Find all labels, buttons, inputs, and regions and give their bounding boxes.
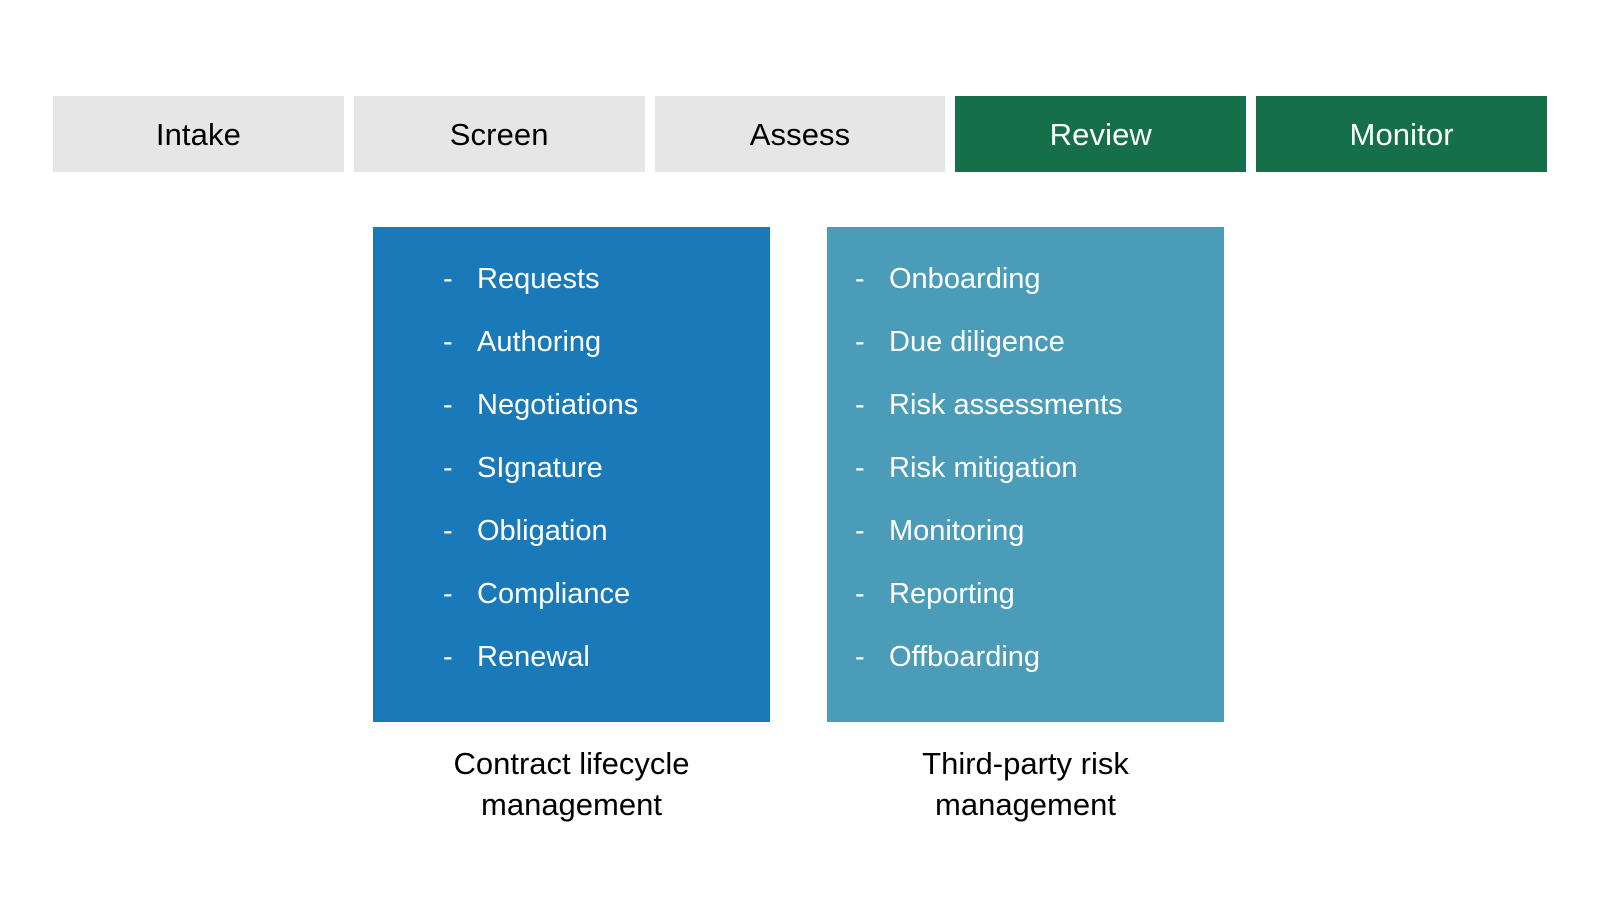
list-item[interactable]: - SIgnature [373,454,770,517]
third-party-risk-management-card: - Onboarding - Due diligence - Risk asse… [827,227,1224,722]
third-party-risk-management-list: - Onboarding - Due diligence - Risk asse… [827,265,1224,706]
phase-chip-label: Intake [155,116,241,152]
list-item-label: Negotiations [477,389,639,421]
list-item-label: Offboarding [889,641,1041,673]
bullet-dash-icon: - [443,263,453,295]
list-item[interactable]: - Requests [373,265,770,328]
caption-line-2: management [481,787,662,823]
bullet-dash-icon: - [443,578,453,610]
third-party-risk-management-caption: Third-party risk management [827,743,1224,825]
phase-chip-screen[interactable]: Screen [353,96,645,172]
list-item[interactable]: - Due diligence [827,328,1224,391]
list-item[interactable]: - Renewal [373,643,770,706]
list-item[interactable]: - Obligation [373,517,770,580]
list-item-label: Monitoring [889,515,1025,547]
phase-chip-assess[interactable]: Assess [654,96,946,172]
domain-columns: - Requests - Authoring - Negotiations - … [373,227,1224,867]
list-item-label: Onboarding [889,263,1041,295]
domain-column-contract-lifecycle-management: - Requests - Authoring - Negotiations - … [373,227,770,867]
process-phase-bar: Intake Screen Assess Review Monitor [53,96,1547,172]
list-item-label: Compliance [477,578,631,610]
list-item[interactable]: - Offboarding [827,643,1224,706]
list-item[interactable]: - Reporting [827,580,1224,643]
phase-chip-intake[interactable]: Intake [53,96,344,172]
phase-chip-label: Review [1049,116,1152,152]
phase-chip-monitor[interactable]: Monitor [1256,96,1547,172]
list-item-label: Risk mitigation [889,452,1078,484]
list-item[interactable]: - Risk mitigation [827,454,1224,517]
caption-line-1: Contract lifecycle [453,746,690,781]
bullet-dash-icon: - [443,641,453,673]
list-item-label: Due diligence [889,326,1065,358]
bullet-dash-icon: - [443,515,453,547]
caption-line-1: Third-party risk [922,746,1129,781]
bullet-dash-icon: - [855,515,865,547]
phase-chip-review[interactable]: Review [955,96,1247,172]
bullet-dash-icon: - [443,326,453,358]
list-item-label: Obligation [477,515,608,547]
phase-chip-label: Monitor [1349,116,1454,152]
bullet-dash-icon: - [855,389,865,421]
list-item[interactable]: - Monitoring [827,517,1224,580]
domain-column-third-party-risk-management: - Onboarding - Due diligence - Risk asse… [827,227,1224,867]
caption-line-2: management [935,787,1116,823]
phase-chip-label: Assess [749,116,851,152]
list-item-label: Renewal [477,641,590,673]
list-item-label: Requests [477,263,600,295]
list-item[interactable]: - Negotiations [373,391,770,454]
bullet-dash-icon: - [855,578,865,610]
contract-lifecycle-management-list: - Requests - Authoring - Negotiations - … [373,265,770,706]
phase-chip-label: Screen [449,116,549,152]
bullet-dash-icon: - [855,326,865,358]
list-item[interactable]: - Risk assessments [827,391,1224,454]
list-item-label: Risk assessments [889,389,1123,421]
list-item-label: Reporting [889,578,1015,610]
list-item[interactable]: - Onboarding [827,265,1224,328]
list-item[interactable]: - Compliance [373,580,770,643]
list-item-label: Authoring [477,326,602,358]
contract-lifecycle-management-caption: Contract lifecycle management [373,743,770,825]
bullet-dash-icon: - [855,263,865,295]
list-item[interactable]: - Authoring [373,328,770,391]
contract-lifecycle-management-card: - Requests - Authoring - Negotiations - … [373,227,770,722]
bullet-dash-icon: - [443,389,453,421]
bullet-dash-icon: - [855,641,865,673]
bullet-dash-icon: - [443,452,453,484]
bullet-dash-icon: - [855,452,865,484]
list-item-label: SIgnature [477,452,603,484]
